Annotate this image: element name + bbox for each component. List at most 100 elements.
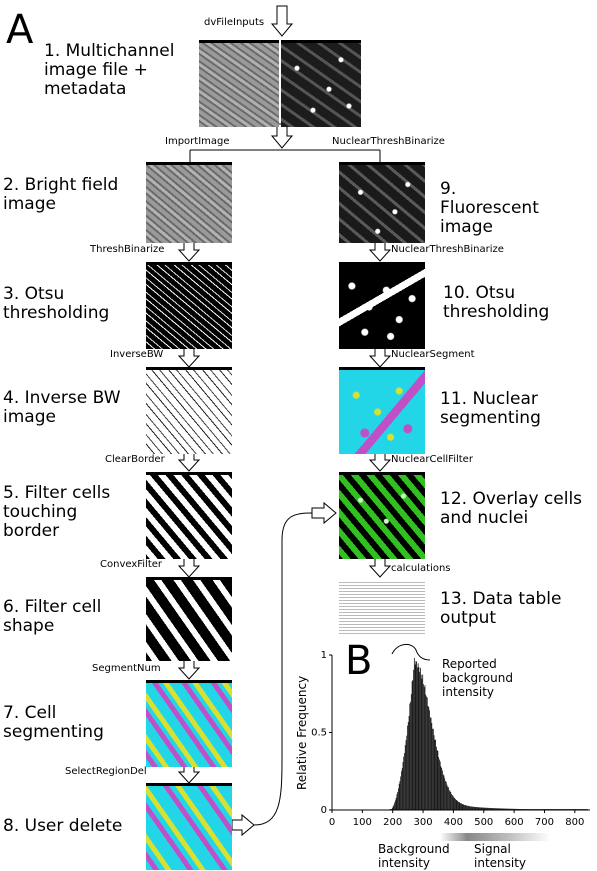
- image-otsu-fluorescent: [339, 262, 425, 349]
- histogram-bar: [421, 678, 423, 810]
- histogram-bar: [401, 768, 403, 810]
- histogram-bar: [474, 807, 476, 810]
- histogram-bar: [406, 735, 408, 810]
- histogram-bar: [489, 807, 490, 810]
- image-clear-border: [146, 472, 232, 559]
- histogram-bar: [391, 807, 393, 810]
- histogram-bar: [413, 669, 414, 810]
- signal-intensity-label: Signal intensity: [474, 842, 527, 870]
- histogram-bar: [437, 750, 439, 810]
- image-data-table: [339, 580, 425, 634]
- step-6-label: 6. Filter cell shape: [3, 597, 102, 636]
- histogram-bar: [466, 805, 468, 810]
- image-inverse-bw: [146, 367, 232, 454]
- step-4-label: 4. Inverse BW image: [3, 388, 121, 427]
- histogram-bar: [464, 805, 466, 810]
- histogram-bar: [440, 766, 442, 810]
- func-calculations: calculations: [391, 563, 451, 574]
- image-bright-field: [146, 162, 232, 243]
- histogram-bar: [400, 776, 402, 810]
- func-inversebw: InverseBW: [110, 349, 164, 360]
- histogram-bar: [482, 807, 484, 810]
- histogram-bar: [473, 806, 474, 810]
- histogram-bar: [438, 757, 440, 810]
- histogram-bar: [517, 808, 518, 810]
- panel-label-b: B: [345, 638, 373, 684]
- step-7-label: 7. Cell segmenting: [3, 703, 104, 742]
- histogram-bar: [405, 740, 407, 810]
- histogram-bar: [483, 807, 484, 810]
- histogram-bar: [479, 807, 481, 810]
- histogram-bar: [484, 807, 486, 810]
- histogram-bar: [451, 795, 453, 810]
- histogram-bar: [481, 807, 483, 810]
- func-nuclearthreshbinarize-top: NuclearThreshBinarize: [332, 136, 445, 147]
- histogram-bar: [503, 808, 505, 810]
- histogram-bar: [401, 771, 402, 810]
- histogram-bar: [398, 783, 400, 810]
- x-tick-label: 500: [474, 817, 493, 828]
- histogram-bar: [429, 710, 430, 810]
- histogram-bar: [493, 808, 495, 810]
- histogram-bar: [432, 728, 434, 810]
- image-multichannel-brightfield: [199, 40, 279, 127]
- histogram-bar: [508, 808, 510, 810]
- histogram-bar: [459, 802, 461, 810]
- x-tick-label: 700: [535, 817, 554, 828]
- func-convexfilter: ConvexFilter: [100, 559, 163, 570]
- histogram-bar: [492, 808, 493, 810]
- histogram-bar: [487, 807, 489, 810]
- x-tick-label: 600: [505, 817, 524, 828]
- histogram-bar: [428, 706, 430, 810]
- histogram-bar: [426, 696, 427, 810]
- histogram-bar: [425, 694, 427, 810]
- histogram-bar: [495, 808, 496, 810]
- func-selectregiondel: SelectRegionDel: [65, 766, 147, 777]
- histogram-bar: [476, 807, 478, 810]
- image-cell-segmenting: [146, 680, 232, 767]
- histogram-bar: [442, 770, 443, 810]
- histogram-bar: [476, 807, 477, 810]
- histogram-bar: [457, 801, 459, 810]
- histogram-bar: [439, 761, 441, 810]
- histogram-bar: [456, 800, 458, 810]
- histogram-bar: [412, 679, 414, 810]
- histogram-bar: [416, 661, 418, 810]
- histogram-bar: [417, 663, 419, 810]
- histogram-bar: [443, 775, 445, 810]
- histogram-bar: [414, 664, 416, 810]
- histogram-bar: [489, 808, 491, 810]
- histogram-bar: [445, 781, 446, 810]
- histogram-bar: [438, 759, 440, 810]
- histogram-bar: [514, 808, 516, 810]
- x-tick-label: 200: [383, 817, 402, 828]
- histogram-bar: [475, 807, 477, 810]
- histogram-bar: [423, 686, 425, 810]
- image-convex-filter: [146, 577, 232, 661]
- histogram-bar: [519, 808, 521, 810]
- histogram-bar: [495, 808, 497, 810]
- histogram-bar: [433, 735, 435, 810]
- histogram-bar: [447, 786, 449, 810]
- reported-background-label: Reported background intensity: [442, 657, 513, 699]
- histogram-bar: [462, 804, 464, 810]
- histogram-bar: [514, 808, 515, 810]
- y-tick-label: 0: [321, 805, 327, 816]
- histogram-bar: [451, 794, 452, 810]
- histogram-bar: [512, 808, 514, 810]
- histogram-bar: [458, 802, 460, 810]
- histogram-bar: [486, 807, 488, 810]
- histogram-bar: [486, 807, 487, 810]
- histogram-bar: [467, 805, 468, 810]
- histogram-bar: [517, 808, 519, 810]
- histogram-bar: [404, 745, 406, 810]
- x-tick-label: 0: [329, 817, 335, 828]
- histogram-bar: [441, 768, 443, 810]
- histogram-bars: [389, 657, 588, 810]
- func-nuclearcellfilter: NuclearCellFilter: [391, 454, 473, 465]
- histogram-bar: [397, 791, 399, 810]
- histogram-bar: [513, 808, 515, 810]
- panel-label-a: A: [6, 7, 34, 53]
- func-nuclearsegment: NuclearSegment: [391, 349, 475, 360]
